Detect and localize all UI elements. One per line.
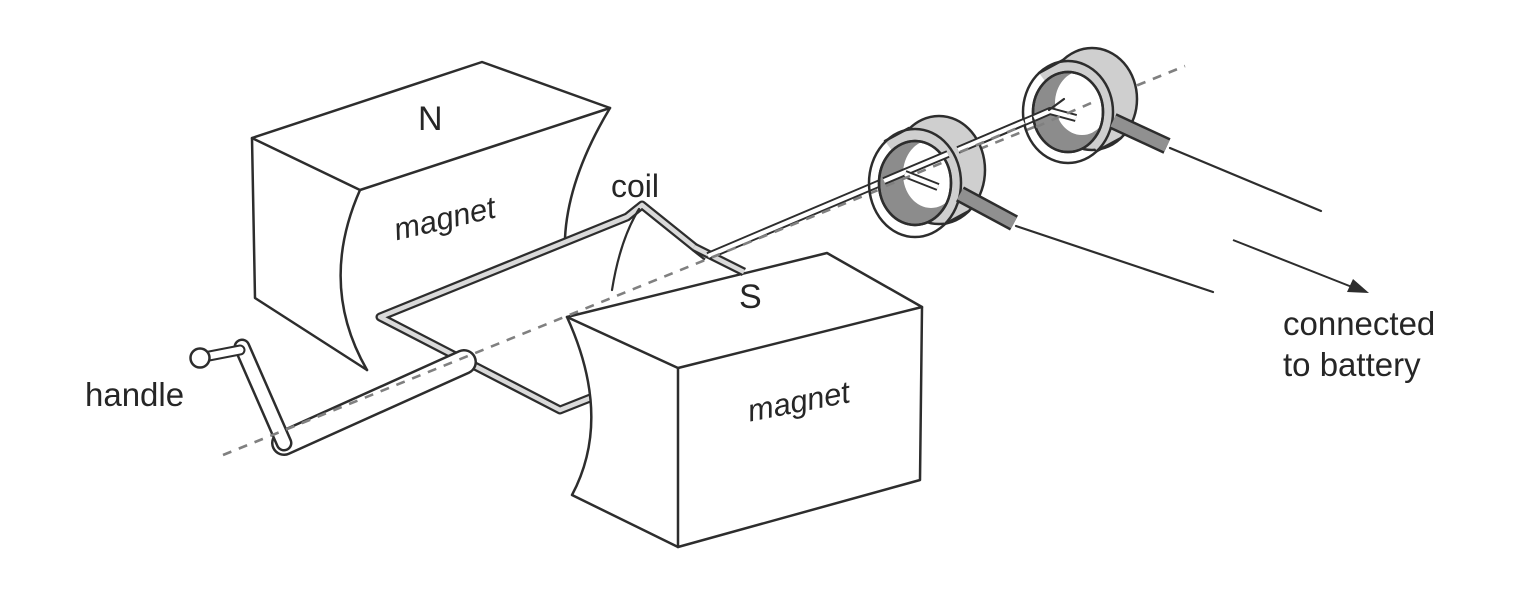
n-pole-left-curve — [339, 188, 369, 372]
crank-arm — [236, 341, 290, 449]
knob — [189, 347, 211, 369]
coil-far-edge — [691, 242, 747, 277]
axis-dashed-line — [222, 64, 1186, 457]
crank-handle — [189, 338, 477, 456]
battery-note-line2: to battery — [1283, 346, 1421, 383]
brush-far — [1109, 113, 1171, 154]
handle-label: handle — [85, 376, 185, 413]
s-pole-label: S — [739, 278, 762, 316]
brush-near — [955, 186, 1019, 231]
n-pole-right-curve — [563, 106, 612, 240]
coil-leader-line — [610, 207, 641, 292]
near-wire-bend — [904, 172, 939, 189]
coil-label: coil — [611, 168, 660, 204]
battery-arrow-icon — [1232, 239, 1369, 293]
slip-ring-far — [1021, 46, 1139, 165]
wire-to-battery-far — [1168, 146, 1323, 213]
lead-wire-segments — [882, 97, 1078, 191]
battery-note: connected to battery — [1283, 303, 1435, 385]
axis-dash-segments — [885, 98, 1099, 188]
battery-note-line1: connected — [1283, 305, 1436, 342]
n-pole-label: N — [418, 100, 443, 138]
far-wire-bend — [1047, 97, 1066, 112]
s-magnet-block — [565, 251, 924, 549]
s-pole-curve — [565, 315, 680, 549]
shaft — [273, 351, 475, 454]
wire-to-battery-near — [1014, 224, 1215, 294]
